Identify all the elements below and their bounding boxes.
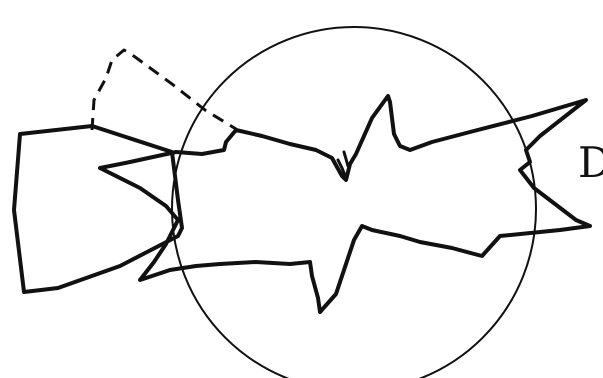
circle-shape xyxy=(172,27,536,378)
bow-tie-shape xyxy=(14,126,182,292)
side-label: D xyxy=(578,142,603,184)
